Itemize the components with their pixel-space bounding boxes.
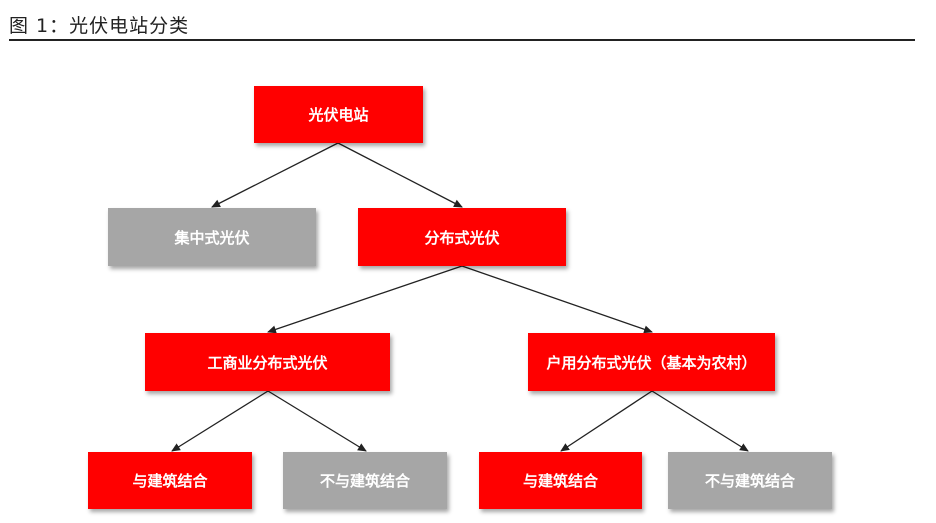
edge-root-distributed (337, 142, 463, 208)
edge-root-centralized (211, 142, 339, 208)
edge-household-non-bipv (651, 390, 749, 452)
edge-household-bipv (560, 390, 653, 452)
edge-commercial-bipv (171, 390, 269, 452)
edge-commercial-non-bipv (267, 390, 367, 452)
node-commercial-bipv: 与建筑结合 (88, 452, 252, 509)
node-household-non-bipv: 不与建筑结合 (668, 452, 832, 509)
edge-distributed-household (461, 265, 653, 334)
caption-divider (9, 39, 915, 41)
node-centralized-pv: 集中式光伏 (108, 208, 316, 266)
node-pv-power-station: 光伏电站 (254, 86, 423, 143)
node-household-bipv: 与建筑结合 (479, 452, 642, 509)
edge-distributed-commercial (267, 265, 463, 334)
figure-caption: 图 1：光伏电站分类 (9, 15, 190, 37)
node-distributed-pv: 分布式光伏 (358, 208, 566, 266)
node-household-distributed-pv: 户用分布式光伏（基本为农村） (528, 333, 775, 391)
node-commercial-distributed-pv: 工商业分布式光伏 (145, 333, 390, 391)
node-commercial-non-bipv: 不与建筑结合 (283, 452, 447, 509)
